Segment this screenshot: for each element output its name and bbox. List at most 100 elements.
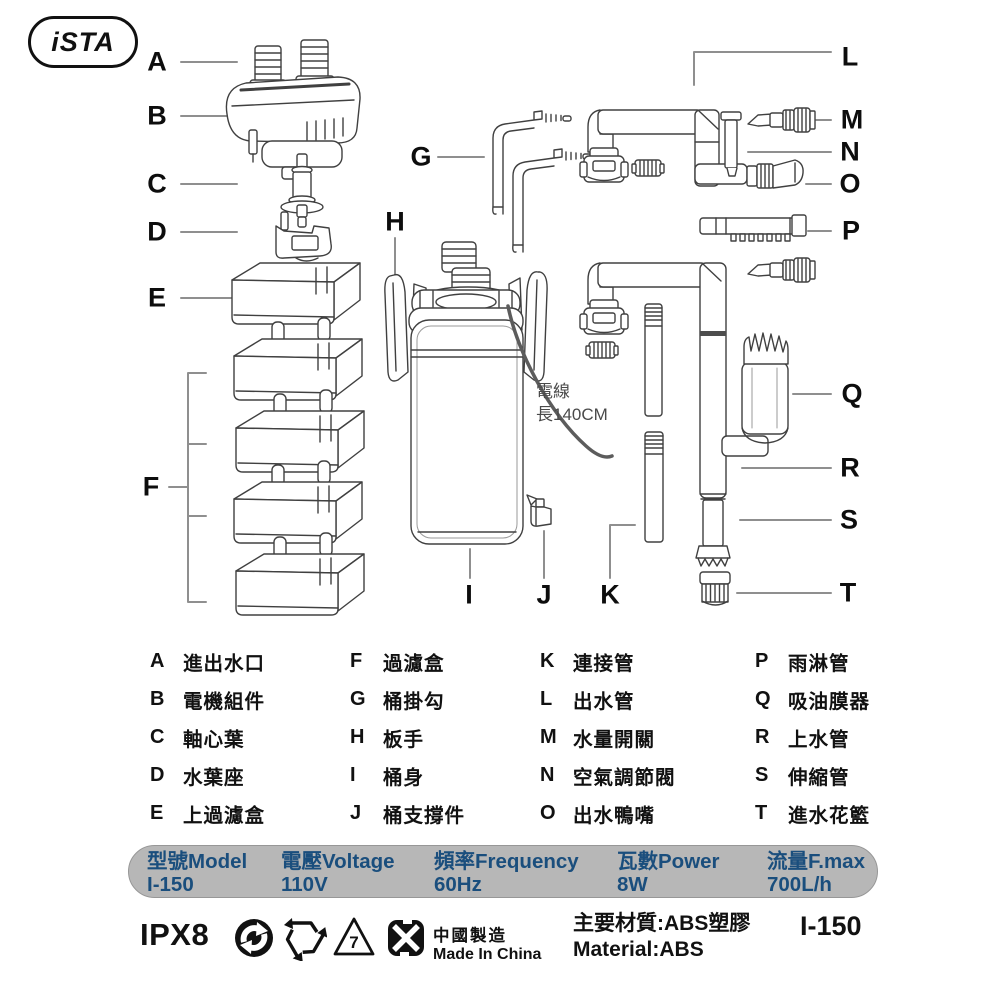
legend-name: 上過濾盒 [183,804,266,827]
legend-name: 桶掛勾 [383,690,445,713]
legend-name: 空氣調節閥 [573,766,676,789]
legend-name: 進水花籃 [788,804,871,827]
part-label: H [385,206,405,237]
spec-label: 頻率Frequency [434,850,579,873]
legend-letter: K [540,649,555,672]
leader-lines [168,51,832,603]
legend-letter: H [350,725,365,748]
part-label: B [147,100,167,131]
legend-item: S 伸縮管 [755,756,870,794]
brand-logo-text: iSTA [51,26,115,57]
filter-box-stack-drawing [233,317,365,616]
legend-letter: C [150,725,165,748]
part-label: K [600,579,620,610]
legend-letter: A [150,649,165,672]
spec-value: 110V [281,873,328,896]
legend-item: Q 吸油膜器 [755,680,870,718]
legend-letter: J [350,801,362,824]
legend-item: L 出水管 [540,680,676,718]
legend-item: M 水量開關 [540,718,676,756]
resin-code-number: 7 [349,933,358,952]
part-label: S [839,504,859,535]
legend-name: 伸縮管 [788,766,850,789]
part-label: J [536,579,552,610]
part-label: M [840,104,864,135]
legend-name: 出水管 [573,690,635,713]
canister-body-drawing [408,241,614,545]
legend-item: E 上過濾盒 [150,794,265,832]
part-label: L [841,41,859,72]
spec-value: 8W [617,873,648,896]
part-label: E [147,282,167,313]
exploded-view-drawing [168,39,832,616]
spec-label: 流量F.max [767,850,865,873]
support-clip-drawing [526,494,552,527]
legend-letter: I [350,763,356,786]
part-label: G [410,141,432,172]
part-label: D [147,216,167,247]
material-block: 主要材質:ABS塑膠 Material:ABS [573,911,750,963]
part-label: C [147,168,167,199]
legend-name: 雨淋管 [788,652,850,675]
legend-letter: O [540,801,556,824]
legend-name: 水葉座 [183,766,245,789]
intake-pipe-assembly-drawing [579,257,816,606]
recycle-arrows-icon [284,918,327,961]
origin-line2: Made In China [433,946,542,963]
impeller-drawing [280,153,324,228]
part-label: R [840,452,860,483]
legend-name: 出水鴨嘴 [573,804,656,827]
legend-name: 連接管 [573,652,635,675]
pump-head-drawing [225,39,361,188]
legend-letter: P [755,649,769,672]
legend-letter: M [540,725,557,748]
part-label: F [142,471,160,502]
spec-label: 瓦數Power [617,850,720,873]
spec-label: 型號Model [147,850,248,873]
legend-letter: Q [755,687,771,710]
legend-letter: F [350,649,363,672]
legend-name: 吸油膜器 [788,690,871,713]
outlet-pipe-assembly-drawing [579,107,816,242]
resin-code-7-icon: 7 [333,917,375,956]
spec-value: I-150 [147,873,194,896]
legend-letter: N [540,763,555,786]
legend-letter: L [540,687,553,710]
material-line2: Material:ABS [573,938,704,961]
ipx-rating: IPX8 [140,917,210,952]
legend-item: N 空氣調節閥 [540,756,676,794]
legend-name: 進出水口 [183,652,266,675]
part-label: O [839,168,861,199]
origin-line1: 中國製造 [433,927,507,945]
part-label: A [147,46,167,77]
legend-item: O 出水鴨嘴 [540,794,676,832]
legend-name: 上水管 [788,728,850,751]
part-label: P [841,215,861,246]
legend-name: 水量開關 [573,728,656,751]
legend-item: A 進出水口 [150,642,265,680]
hanging-hooks-drawing [492,110,592,253]
cable-length-note: 電線 長140CM [536,381,608,427]
legend-letter: S [755,763,769,786]
taiwan-recycle-icon [388,916,424,960]
legend-letter: E [150,801,164,824]
legend-item: T 進水花籃 [755,794,870,832]
legend-letter: T [755,801,768,824]
